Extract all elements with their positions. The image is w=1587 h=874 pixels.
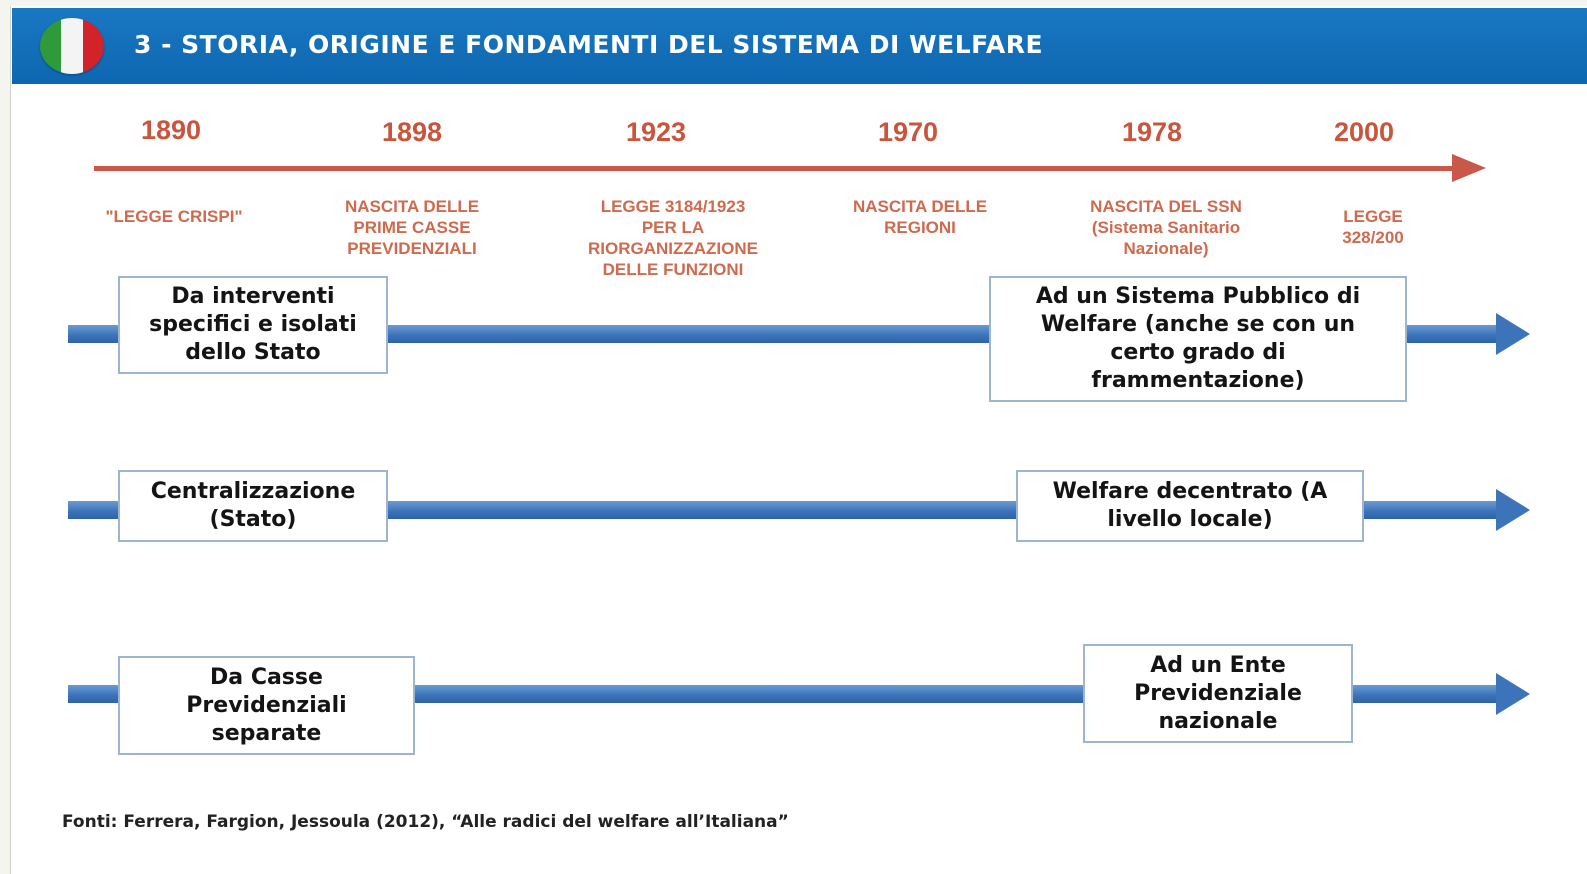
timeline-year: 1890 (140, 115, 202, 145)
timeline-arrowhead (1452, 154, 1486, 182)
timeline-year: 1978 (1121, 117, 1183, 147)
header-bar (12, 8, 1587, 84)
timeline-event: LEGGE 3184/1923 PER LA RIORGANIZZAZIONE … (588, 197, 758, 279)
from-box-1: Da interventi specifici e isolati dello … (118, 276, 388, 374)
timeline-year: 1898 (381, 117, 443, 147)
timeline-event: LEGGE 328/200 (1342, 207, 1404, 247)
timeline-year: 2000 (1333, 117, 1395, 147)
timeline-axis (94, 166, 1456, 171)
page-title: 3 - STORIA, ORIGINE E FONDAMENTI DEL SIS… (134, 30, 1044, 59)
timeline-event: "LEGGE CRISPI" (105, 207, 243, 226)
to-box-2: Welfare decentrato (A livello locale) (1016, 470, 1364, 542)
from-box-2: Centralizzazione (Stato) (118, 470, 388, 542)
source-citation: Fonti: Ferrera, Fargion, Jessoula (2012)… (62, 812, 789, 832)
to-box-3: Ad un Ente Previdenziale nazionale (1083, 644, 1353, 743)
from-box-3: Da Casse Previdenziali separate (118, 656, 415, 755)
transition-arrowhead-2 (1496, 489, 1530, 531)
timeline-year: 1923 (625, 117, 687, 147)
timeline-year: 1970 (877, 117, 939, 147)
transition-arrowhead-1 (1496, 313, 1530, 355)
timeline-event: NASCITA DELLE PRIME CASSE PREVIDENZIALI (344, 197, 480, 258)
timeline-event: NASCITA DELLE REGIONI (852, 197, 988, 237)
transition-arrowhead-3 (1496, 673, 1530, 715)
timeline-event: NASCITA DEL SSN (Sistema Sanitario Nazio… (1090, 197, 1242, 258)
to-box-1: Ad un Sistema Pubblico di Welfare (anche… (989, 276, 1407, 402)
italy-flag-icon (40, 18, 104, 74)
